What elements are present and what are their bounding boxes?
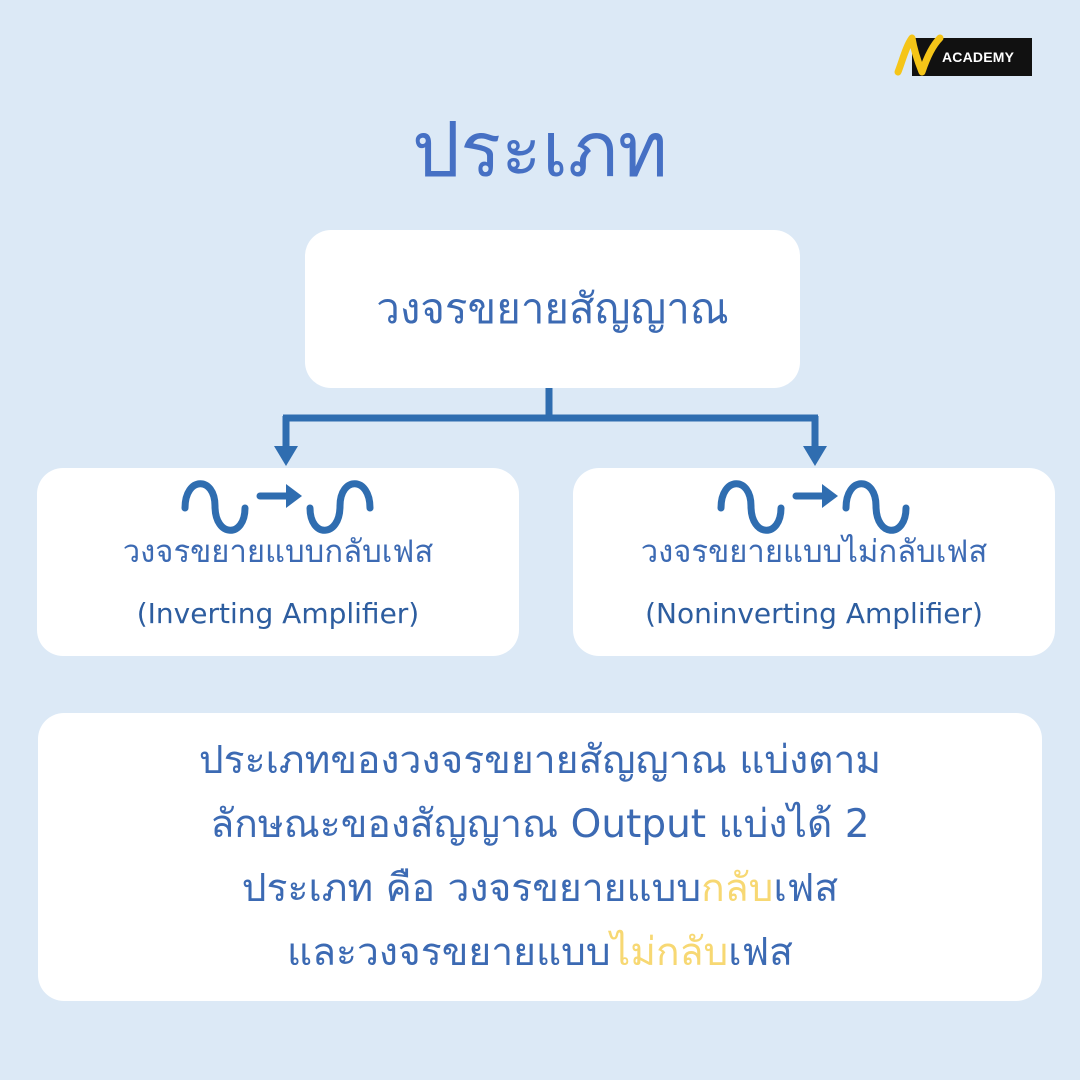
summary-line-4-suffix: เฟส (728, 930, 793, 975)
right-arrow-icon (286, 484, 302, 508)
right-arrow-icon (822, 484, 838, 508)
arrow-down-right-icon (803, 446, 827, 466)
summary-text: ประเภทของวงจรขยายสัญญาณ แบ่งตาม ลักษณะขอ… (38, 729, 1042, 985)
logo-text: ACADEMY (942, 49, 1015, 65)
summary-line-3: ประเภท คือ วงจรขยายแบบกลับเฟส (38, 857, 1042, 921)
inverting-wave-icon (181, 480, 374, 534)
noninverting-amplifier-card: วงจรขยายแบบไม่กลับเฟส (Noninverting Ampl… (573, 468, 1055, 656)
noninverting-english-label: (Noninverting Amplifier) (645, 597, 983, 630)
summary-line-3-suffix: เฟส (773, 866, 839, 911)
inverting-thai-label: วงจรขยายแบบกลับเฟส (122, 534, 434, 570)
noninverting-wave-icon (717, 480, 910, 534)
root-node-label: วงจรขยายสัญญาณ (376, 284, 729, 333)
root-node: วงจรขยายสัญญาณ (305, 230, 800, 388)
input-sine-wave-icon (717, 480, 785, 534)
noninverting-thai-label: วงจรขยายแบบไม่กลับเฟส (640, 534, 988, 570)
summary-line-3-prefix: ประเภท คือ วงจรขยายแบบ (241, 866, 702, 911)
output-inverted-sine-wave-icon (306, 480, 374, 534)
input-sine-wave-icon (181, 480, 249, 534)
output-sine-wave-icon (842, 480, 910, 534)
arrow-down-left-icon (274, 446, 298, 466)
inverting-english-label: (Inverting Amplifier) (136, 597, 420, 630)
page-title: ประเภท (411, 105, 669, 194)
highlight-noninverting: ไม่กลับ (610, 930, 729, 975)
highlight-inverting: กลับ (701, 866, 774, 911)
logo-n-mark-icon (894, 34, 944, 76)
academy-logo: ACADEMY (892, 32, 1034, 80)
summary-line-4: และวงจรขยายแบบไม่กลับเฟส (38, 921, 1042, 985)
summary-line-1: ประเภทของวงจรขยายสัญญาณ แบ่งตาม (198, 738, 882, 783)
summary-card: ประเภทของวงจรขยายสัญญาณ แบ่งตาม ลักษณะขอ… (38, 713, 1042, 1001)
summary-line-2: ลักษณะของสัญญาณ Output แบ่งได้ 2 (210, 802, 870, 847)
summary-line-4-prefix: และวงจรขยายแบบ (287, 930, 611, 975)
